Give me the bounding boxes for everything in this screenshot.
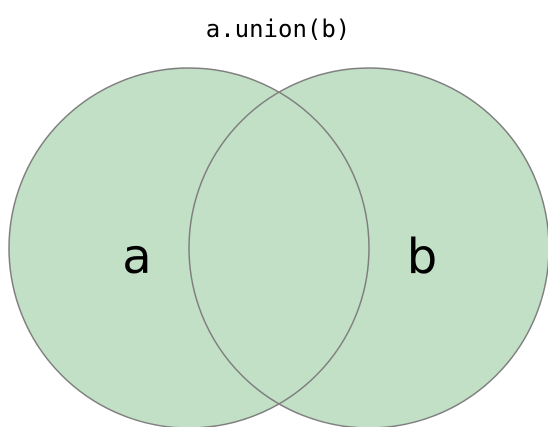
set-outlines [8,67,548,427]
diagram-title: a.union(b) [206,15,351,43]
set-b-outline [188,67,548,427]
union-region [9,68,548,427]
set-a-label: a [122,229,151,285]
set-b-label: b [407,229,437,285]
set-a-outline [8,67,370,427]
